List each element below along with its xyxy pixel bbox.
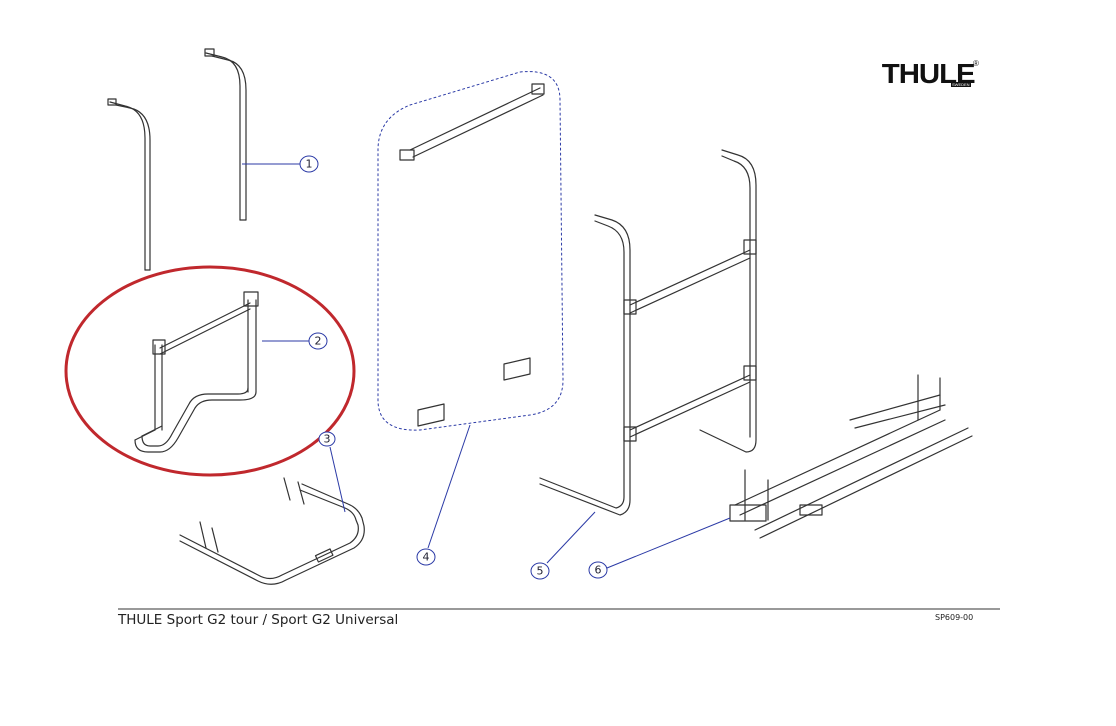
callout-3-circle <box>318 431 336 447</box>
part-4-crossbar-kit <box>399 83 545 427</box>
callout-6-label: 6 <box>595 564 602 577</box>
callout-1-circle <box>299 155 319 173</box>
diagram-caption: THULE Sport G2 tour / Sport G2 Universal <box>118 612 399 628</box>
part-4-dotted-outline <box>377 71 564 431</box>
thule-logo-sub: SWEDEN <box>951 82 971 87</box>
callout-3-label: 3 <box>324 433 331 446</box>
callout-6-circle <box>588 561 608 579</box>
callout-4-circle <box>416 548 436 566</box>
part-3-base-frame <box>179 477 365 585</box>
callout-1-label: 1 <box>306 158 313 171</box>
callout-3-leader <box>329 446 346 513</box>
drawing-code: SP609-00 <box>935 613 974 622</box>
callout-2-label: 2 <box>315 335 322 348</box>
highlight-ellipse <box>64 265 356 477</box>
callout-5-leader <box>546 511 596 564</box>
callout-4-label: 4 <box>423 551 430 564</box>
callout-2-circle <box>308 332 328 350</box>
part-6-wheel-rail-assembly <box>729 374 973 539</box>
callout-5-circle <box>530 562 550 580</box>
callout-5-label: 5 <box>537 565 544 578</box>
registered-mark: ® <box>973 59 979 68</box>
callout-6-leader <box>606 517 731 569</box>
part-2-lower-frame <box>134 291 259 453</box>
part-5-ladder-frame <box>539 149 757 516</box>
part-1-upright-tubes <box>107 48 247 271</box>
callout-4-leader <box>427 424 471 549</box>
